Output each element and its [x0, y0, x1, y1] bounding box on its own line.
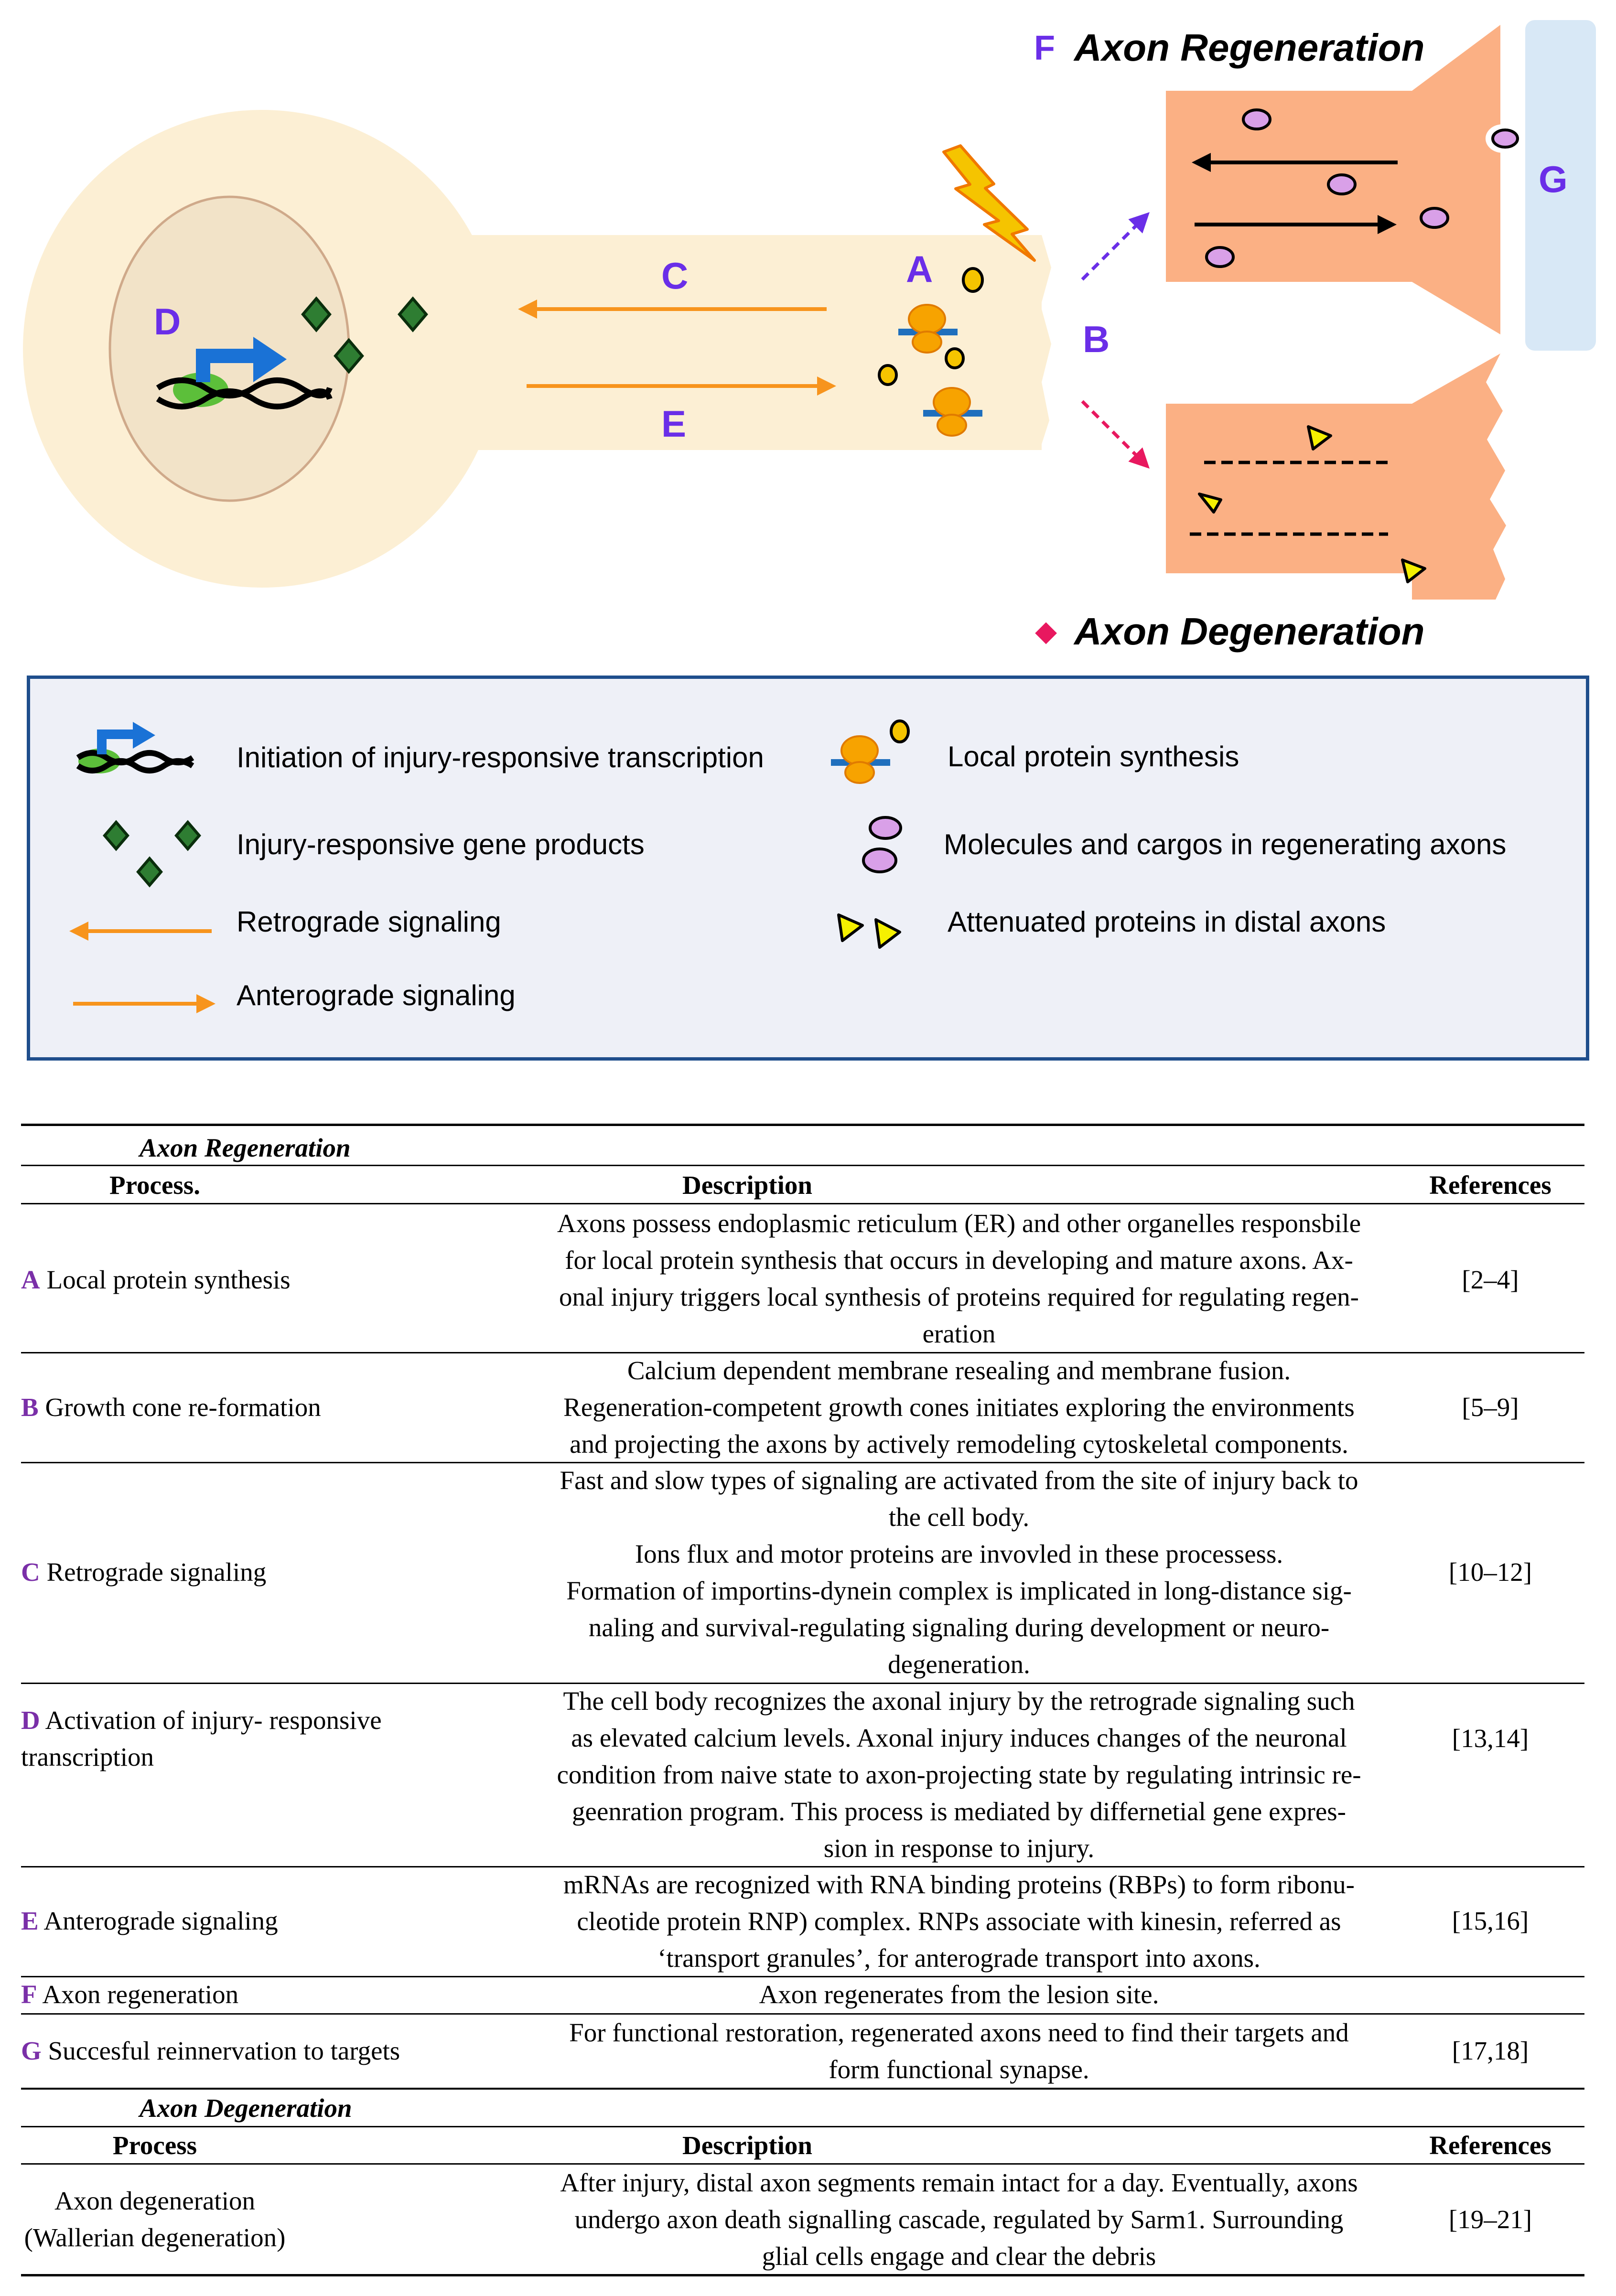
legend-label-anterograde: Anterograde signaling: [237, 979, 516, 1011]
degenerating-axon: [1166, 354, 1506, 600]
legend-label-transcription: Initiation of injury-responsive transcri…: [237, 741, 764, 773]
legend-label-local-synthesis: Local protein synthesis: [948, 740, 1239, 772]
label-g: G: [1539, 158, 1568, 200]
label-b: B: [1083, 318, 1110, 360]
row-e-description: mRNAs are recognized with RNA binding pr…: [563, 1870, 1355, 1973]
legend-label-cargos: Molecules and cargos in regenerating axo…: [944, 828, 1507, 860]
header2-process: Process: [112, 2131, 197, 2160]
deg-row-process: Axon degeneration(Wallerian degeneration…: [24, 2186, 286, 2252]
legend-attenuated-protein-icon: [837, 913, 901, 949]
row-e-references: [15,16]: [1452, 1906, 1529, 1935]
legend-transcription-icon: [76, 722, 194, 773]
header-references: References: [1429, 1170, 1551, 1200]
row-g-process: G Succesful reinnervation to targets: [21, 2036, 400, 2065]
row-a-references: [2–4]: [1462, 1265, 1519, 1294]
row-b-references: [5–9]: [1462, 1393, 1519, 1422]
local-protein-synthesis-icons: [878, 267, 984, 437]
row-e-process: E Anterograde signaling: [21, 1906, 278, 1935]
title-axon-regeneration: Axon Regeneration: [1074, 26, 1425, 69]
row-d-description: The cell body recognizes the axonal inju…: [557, 1686, 1361, 1863]
transcription-initiation-icon: [156, 337, 333, 409]
legend-cargo-icon: [862, 816, 902, 873]
row-d-references: [13,14]: [1452, 1724, 1529, 1753]
row-c-process: C Retrograde signaling: [21, 1557, 267, 1587]
row-d-process: D Activation of injury- responsive trans…: [21, 1706, 382, 1771]
row-g-description: For functional restoration, regenerated …: [569, 2018, 1349, 2084]
row-f-description: Axon regenerates from the lesion site.: [759, 1980, 1159, 2009]
label-c: C: [661, 255, 689, 297]
regeneration-arrow: [1081, 212, 1150, 281]
gene-product-diamonds: [301, 296, 428, 374]
label-d: D: [154, 300, 181, 343]
legend-diamond-icons: [103, 820, 201, 888]
title-axon-degeneration: Axon Degeneration: [1074, 610, 1425, 653]
neuron-cell-body: [23, 110, 1051, 588]
row-b-process: B Growth cone re-formation: [21, 1393, 321, 1422]
legend-label-retrograde: Retrograde signaling: [237, 906, 501, 938]
axon-injury-diagram: [23, 20, 1596, 600]
row-b-description: Calcium dependent membrane resealing and…: [563, 1356, 1355, 1459]
legend-icons: [69, 719, 910, 1013]
legend-label-gene-products: Injury-responsive gene products: [237, 828, 645, 860]
legend-box: Initiation of injury-responsive transcri…: [27, 676, 1589, 1061]
degeneration-arrow: [1081, 400, 1150, 469]
row-c-description: Fast and slow types of signaling are act…: [560, 1466, 1358, 1679]
deg-row-references: [19–21]: [1448, 2205, 1532, 2234]
row-a-process: A Local protein synthesis: [21, 1265, 291, 1294]
injury-lightning-icon: [942, 144, 1036, 262]
row-g-references: [17,18]: [1452, 2036, 1529, 2065]
legend-label-attenuated: Attenuated proteins in distal axons: [948, 906, 1386, 938]
header-description: Description: [682, 1170, 812, 1200]
section-title-degeneration: Axon Degeneration: [140, 2093, 352, 2123]
degeneration-marker: ◆: [1035, 615, 1057, 647]
legend-protein-synthesis-icon: [831, 719, 910, 784]
header2-description: Description: [682, 2131, 812, 2160]
label-f: F: [1034, 29, 1055, 67]
row-a-description: Axons possess endoplasmic reticulum (ER)…: [557, 1209, 1361, 1348]
label-e: E: [661, 403, 687, 445]
label-a: A: [906, 248, 933, 290]
row-c-references: [10–12]: [1448, 1557, 1532, 1587]
header2-references: References: [1429, 2131, 1551, 2160]
regenerating-axon: [1166, 25, 1520, 334]
section-title-regeneration: Axon Regeneration: [140, 1133, 351, 1162]
header-process: Process.: [109, 1170, 200, 1200]
row-f-process: F Axon regeneration: [21, 1980, 239, 2009]
deg-row-description: After injury, distal axon segments remai…: [560, 2168, 1358, 2271]
target-tissue: [1525, 20, 1596, 351]
